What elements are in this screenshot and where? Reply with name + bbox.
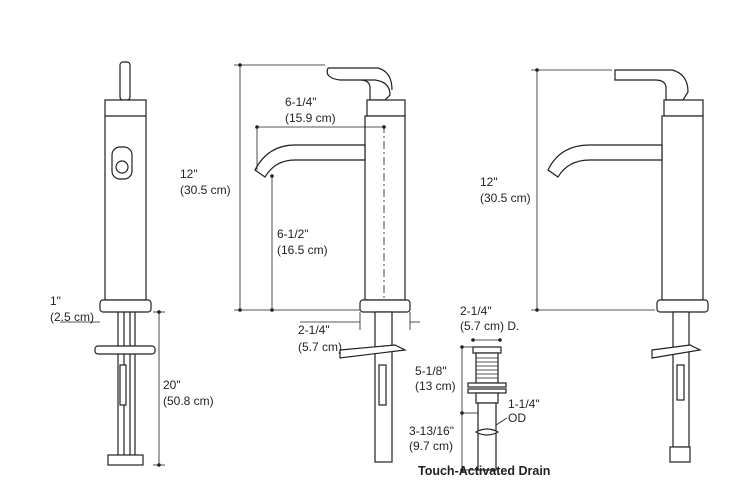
base-diameter: 2-1/4" bbox=[298, 323, 330, 337]
drain-tube-size: 1-1/4" bbox=[508, 397, 540, 411]
side-height-metric: (30.5 cm) bbox=[180, 183, 231, 197]
front-view: 1" (2.5 cm) 20" (50.8 cm) bbox=[50, 61, 214, 467]
front-base-offset: 1" bbox=[50, 294, 61, 308]
rear-height: 12" bbox=[480, 175, 498, 189]
touch-activated-drain: 2-1/4" (5.7 cm) D. 5-1/8" (13 cm) 3-13/1… bbox=[409, 304, 550, 478]
drain-diameter-metric: (5.7 cm) D. bbox=[460, 319, 519, 333]
side-height: 12" bbox=[180, 167, 198, 181]
front-base-offset-metric: (2.5 cm) bbox=[50, 310, 94, 324]
rear-height-metric: (30.5 cm) bbox=[480, 191, 531, 205]
drain-lower-height: 3-13/16" bbox=[409, 424, 454, 438]
spout-reach: 6-1/4" bbox=[285, 95, 317, 109]
drain-diameter: 2-1/4" bbox=[460, 304, 492, 318]
drain-tube-label: OD bbox=[508, 411, 526, 425]
base-diameter-metric: (5.7 cm) bbox=[298, 340, 342, 354]
spout-height-metric: (16.5 cm) bbox=[277, 243, 328, 257]
rear-view: 12" (30.5 cm) bbox=[480, 68, 709, 463]
drain-lower-height-metric: (9.7 cm) bbox=[409, 439, 453, 453]
drain-upper-height: 5-1/8" bbox=[415, 364, 447, 378]
supply-length: 20" bbox=[163, 378, 181, 392]
drain-upper-height-metric: (13 cm) bbox=[415, 379, 456, 393]
supply-length-metric: (50.8 cm) bbox=[163, 394, 214, 408]
side-view: 12" (30.5 cm) 6-1/4" (15.9 cm) 6-1/2" (1… bbox=[180, 63, 420, 463]
spout-height: 6-1/2" bbox=[277, 227, 309, 241]
drain-title: Touch-Activated Drain bbox=[418, 464, 550, 478]
spout-reach-metric: (15.9 cm) bbox=[285, 111, 336, 125]
